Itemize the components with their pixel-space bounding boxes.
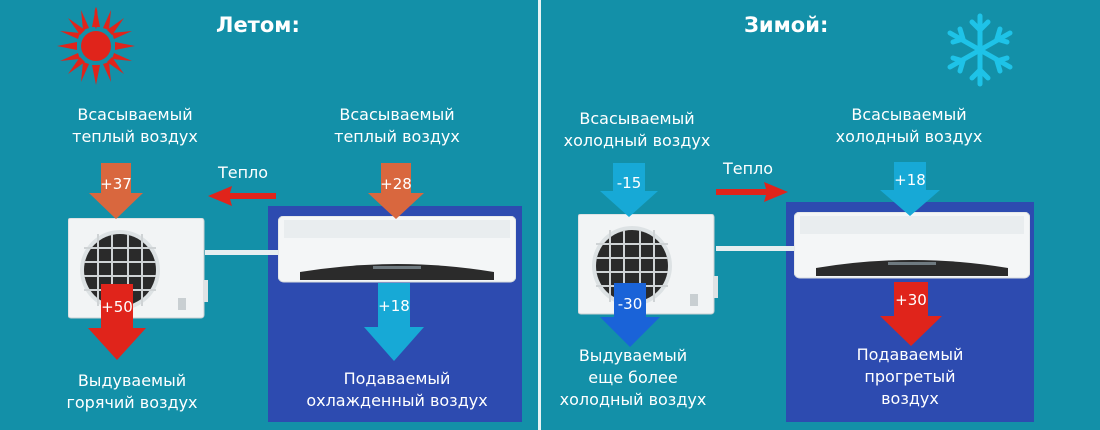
winter-indoor-intake-arrow: +18	[880, 162, 940, 216]
winter-outdoor-exhaust-arrow: -30	[600, 283, 660, 347]
winter-outdoor-intake-arrow: -15	[600, 163, 658, 217]
winter-title: Зимой:	[744, 13, 829, 37]
summer-indoor-unit	[277, 215, 517, 288]
winter-outdoor-exhaust-label: Выдуваемый еще более холодный воздух	[559, 346, 707, 409]
summer-indoor-supply-label: Подаваемый охлажденный воздух	[306, 369, 488, 410]
summer-outdoor-intake-label: Всасываемый теплый воздух	[72, 105, 198, 146]
winter-refrigerant-pipe	[716, 246, 798, 251]
heat-flow-right-arrow-icon	[716, 182, 788, 207]
winter-indoor-supply-arrow: +30	[880, 282, 942, 346]
summer-title: Летом:	[216, 13, 300, 37]
winter-indoor-intake-label: Всасываемый холодный воздух	[835, 105, 983, 146]
summer-outdoor-intake-arrow: +37	[89, 163, 143, 219]
summer-refrigerant-pipe	[205, 250, 280, 255]
summer-outdoor-exhaust-arrow: +50	[88, 284, 146, 360]
summer-outdoor-exhaust-label: Выдуваемый горячий воздух	[66, 371, 198, 412]
winter-indoor-unit	[793, 211, 1031, 284]
winter-outdoor-intake-label: Всасываемый холодный воздух	[563, 109, 711, 150]
summer-indoor-intake-arrow: +28	[368, 163, 424, 219]
heat-flow-left-arrow-icon	[208, 186, 276, 211]
panel-divider	[538, 0, 541, 430]
snowflake-icon	[940, 12, 1020, 88]
summer-indoor-intake-label: Всасываемый теплый воздух	[334, 105, 460, 146]
sun-icon	[55, 5, 137, 87]
winter-indoor-supply-label: Подаваемый прогретый воздух	[856, 345, 964, 408]
summer-heat-flow-label: Тепло	[217, 163, 269, 182]
winter-heat-flow-label: Тепло	[722, 159, 774, 178]
summer-indoor-supply-arrow: +18	[364, 283, 424, 361]
winter-outdoor-unit	[577, 213, 720, 318]
